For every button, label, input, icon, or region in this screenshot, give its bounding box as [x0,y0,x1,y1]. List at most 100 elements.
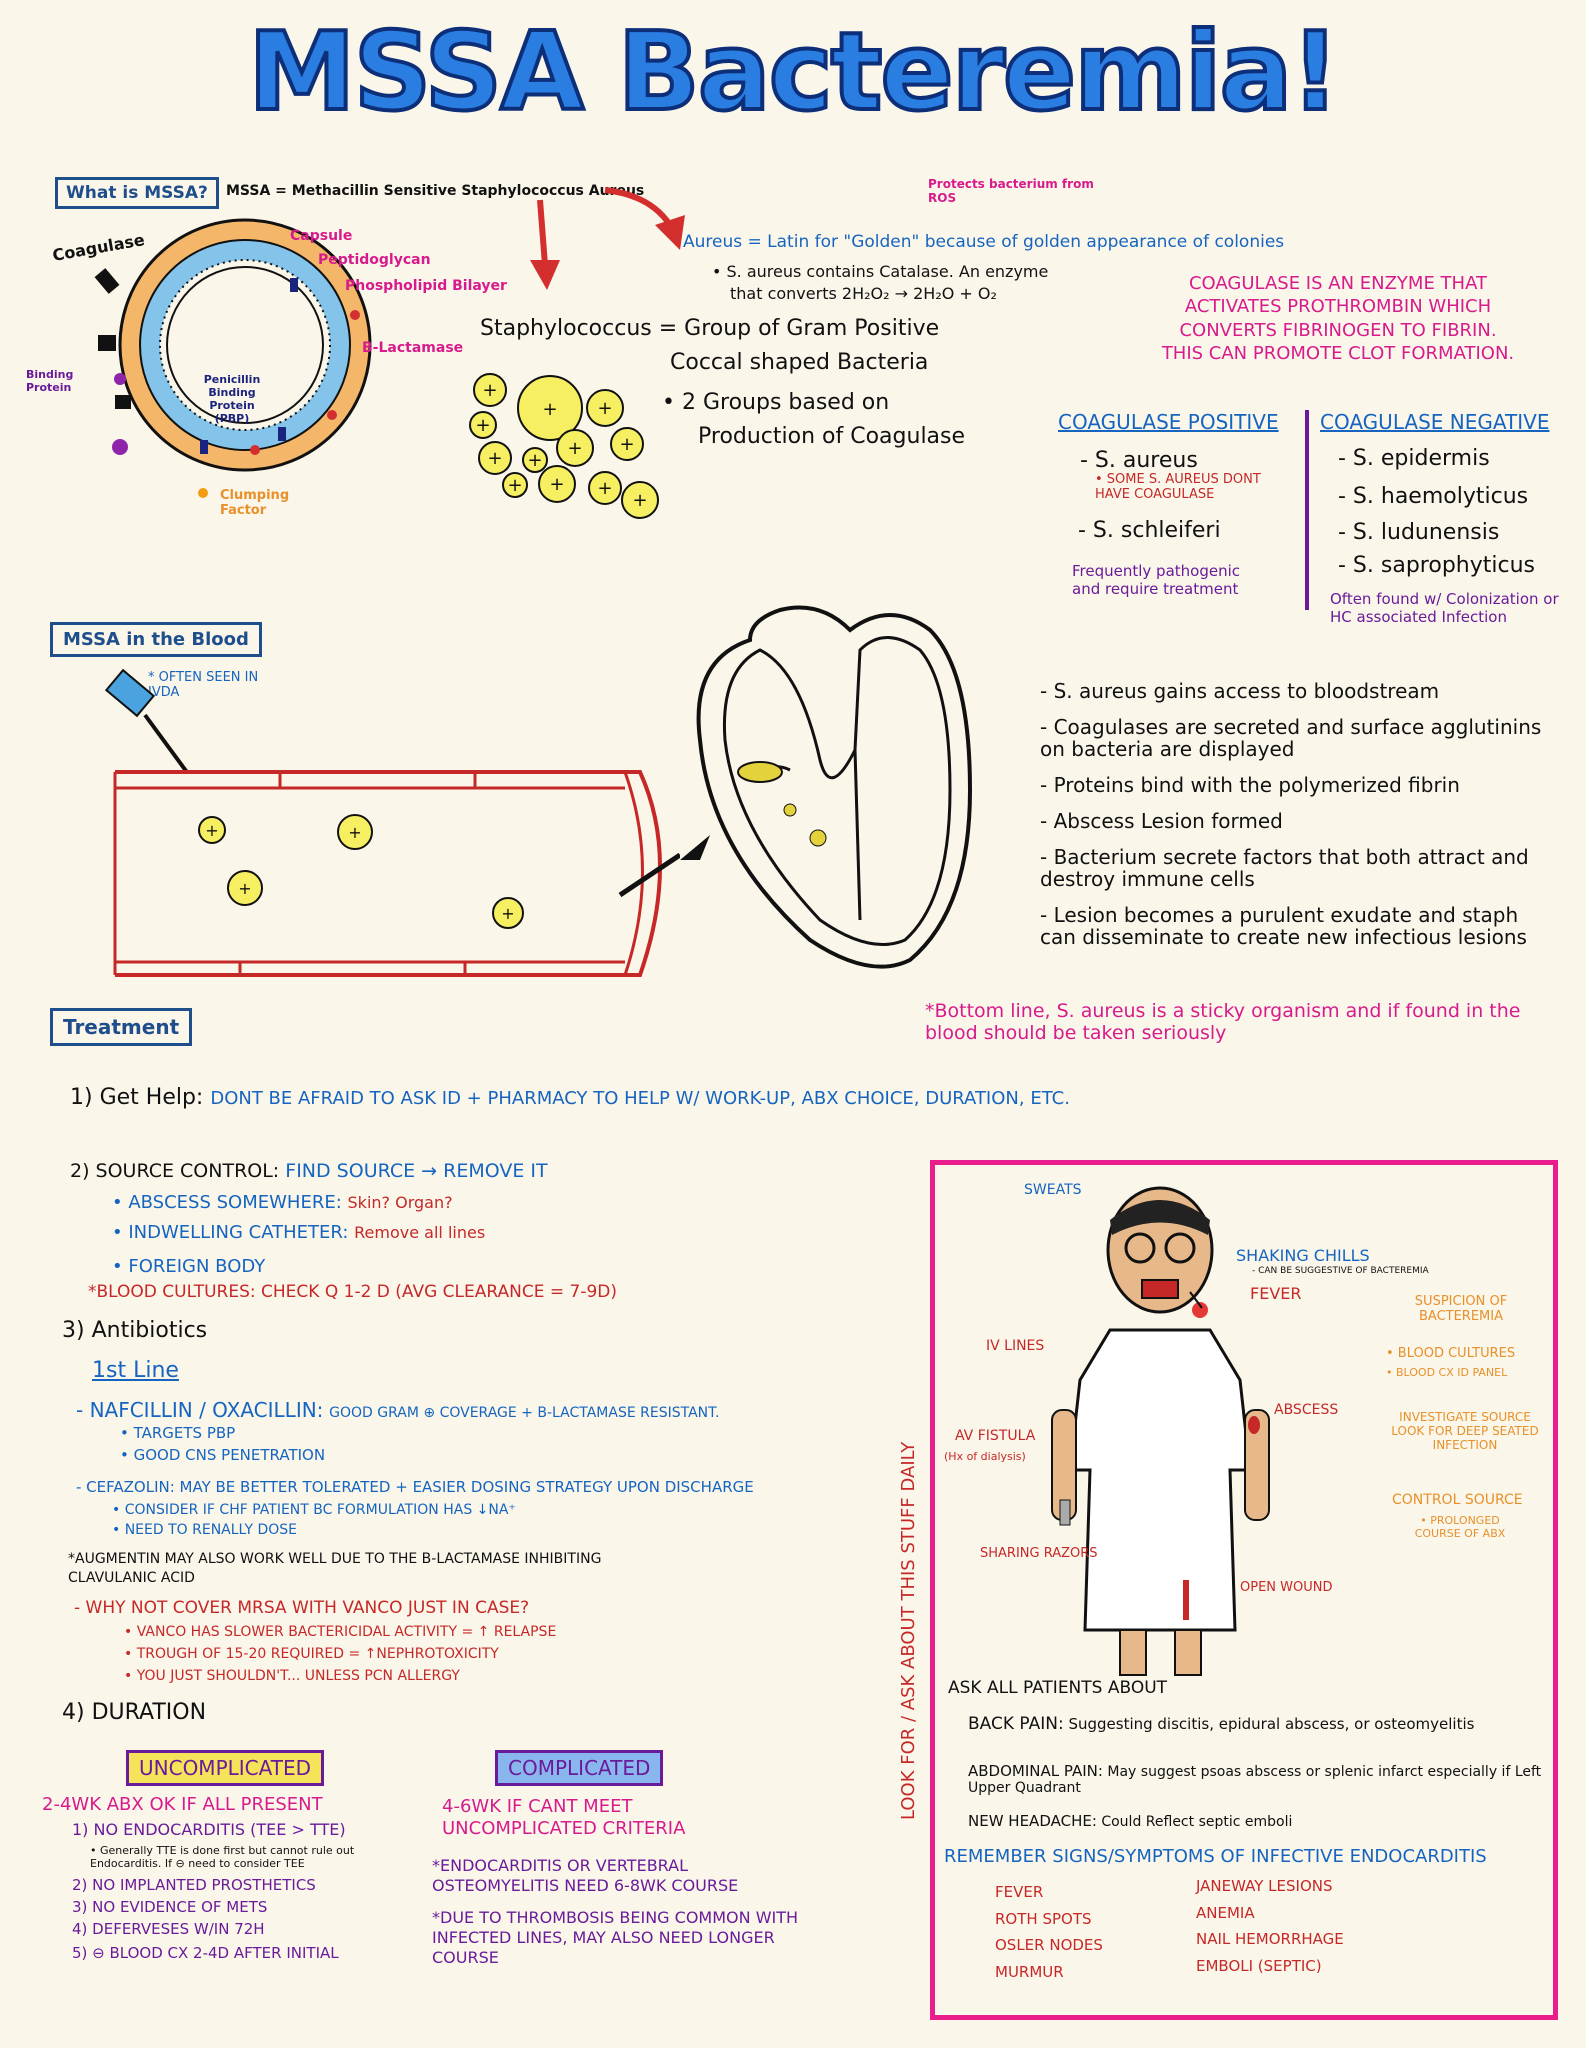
uncomp-item-1: 1) No Endocarditis (TEE > TTE) [72,1820,346,1839]
blood-point: - Bacterium secrete factors that both at… [1040,845,1529,891]
nafcillin-line: - Nafcillin / Oxacillin: Good Gram ⊕ Cov… [76,1398,719,1422]
back-pain-line: Back Pain: Suggesting discitis, epidural… [968,1714,1548,1734]
av-fistula-note: (Hx of dialysis) [944,1450,1026,1463]
pbp-label: Penicillin Binding Protein (PBP) [203,373,261,425]
remember-ie-label: Remember Signs/Symptoms of Infective End… [944,1846,1487,1867]
abdominal-pain-label: Abdominal Pain: [968,1762,1103,1780]
nafcillin-detail: Good Gram ⊕ Coverage + B-lactamase Resis… [329,1405,720,1421]
source-item-2: • Indwelling Catheter: Remove all lines [112,1222,485,1243]
suspicion-label: Suspicion of Bacteremia [1414,1294,1508,1324]
svg-text:+: + [475,415,490,436]
shaking-chills-label: Shaking Chills [1236,1246,1370,1265]
first-line-label: 1st Line [92,1358,179,1383]
protects-note: Protects bacterium from ROS [928,177,1094,205]
svg-text:+: + [507,475,522,496]
coag-divider [1305,410,1309,610]
aureus-definition: Aureus = Latin for "Golden" because of g… [683,232,1285,252]
neg-note: Often found w/ Colonization or HC associ… [1330,590,1559,626]
duration-label: 4) Duration [62,1700,207,1725]
abscess-label: Abscess [1274,1402,1339,1418]
blood-vessel-illustration: ++++ [104,668,680,977]
ie-sign: Murmur [995,1962,1064,1981]
phospholipid-label: Phospholipid Bilayer [345,278,507,294]
bottom-line-note: *Bottom line, S. aureus is a sticky orga… [925,1000,1521,1044]
neg-item-1: - S. epidermis [1338,446,1490,471]
coag-negative-header: Coagulase Negative [1320,410,1550,434]
sweats-label: Sweats [1024,1182,1082,1198]
mssa-definition: MSSA = Methacillin Sensitive Staphylococ… [226,183,645,199]
what-is-mssa-box: What is MSSA? [55,177,219,209]
suspicion-item-2: • Blood Cx ID Panel [1386,1366,1508,1379]
staph-definition-2: Coccal shaped Bacteria [670,350,929,375]
neg-item-3: - S. ludunensis [1338,520,1500,545]
ie-sign: Osler nodes [995,1936,1103,1954]
pos-item-1-note: • Some S. aureus dont have coagulase [1095,472,1261,502]
mssa-in-blood-box: MSSA in the Blood [50,622,262,657]
source-control-text: Find source → remove it [285,1160,548,1182]
red-arrows [530,187,685,290]
cefazolin-line: - Cefazolin: May be better tolerated + e… [76,1478,754,1496]
why-point-1: • Vanco has slower bactericidal activity… [124,1624,557,1640]
source-control-label: 2) Source Control: [70,1160,280,1182]
ask-patients-label: Ask all patients about [948,1678,1168,1698]
nafcillin-label: - Nafcillin / Oxacillin: [76,1398,324,1422]
source-item-1-label: • Abscess somewhere: [112,1192,342,1213]
svg-text:+: + [632,490,647,511]
fever-label: Fever [1250,1284,1302,1303]
uncomp-item-3: 3) No evidence of mets [72,1898,268,1916]
source-item-1: • Abscess somewhere: Skin? Organ? [112,1192,453,1213]
patient-illustration [1051,1186,1270,1676]
shaking-chills-note: - can be suggestive of bacteremia [1252,1266,1429,1276]
control-source-label: Control Source [1392,1492,1523,1508]
blood-point: - Abscess Lesion formed [1040,809,1283,833]
svg-text:+: + [567,438,582,459]
prolonged-course-label: • Prolonged course of Abx [1414,1514,1506,1540]
sharing-razors-label: Sharing Razors [980,1546,1098,1561]
groups-line-2: Production of Coagulase [698,424,966,449]
blood-point: - Coagulases are secreted and surface ag… [1040,715,1542,761]
groups-line-1: • 2 Groups based on [662,390,890,415]
abdominal-pain-line: Abdominal Pain: May suggest psoas absces… [968,1762,1548,1796]
ivda-note: * Often seen in IVDA [148,670,259,700]
source-control-line: 2) Source Control: Find source → remove … [70,1160,548,1182]
uncomplicated-head: 2-4wk Abx ok if all present [42,1794,323,1815]
why-not-mrsa: - Why not cover MRSA with Vanco just in … [74,1598,530,1618]
ie-sign: Nail Hemorrhage [1196,1930,1344,1948]
pos-note: Frequently pathogenic and require treatm… [1072,562,1241,598]
uncomp-item-1-note: • Generally TTE is done first but cannot… [90,1844,355,1871]
coagulase-enzyme-note: Coagulase is an enzyme that activates pr… [1161,273,1515,365]
headache-detail: Could Reflect septic emboli [1101,1814,1293,1830]
ie-sign: Janeway Lesions [1196,1877,1333,1895]
source-item-2-detail: Remove all lines [354,1223,486,1242]
comp-item-1: *Endocarditis or vertebral osteomyelitis… [432,1856,739,1895]
cefazolin-point-2: • Need to renally dose [112,1522,298,1538]
ie-sign: Fever [995,1883,1044,1901]
ie-sign: Roth Spots [995,1909,1092,1928]
svg-text:+: + [597,398,612,419]
blood-point: - Lesion becomes a purulent exudate and … [1040,903,1527,949]
av-fistula-label: AV Fistula [955,1428,1036,1444]
ie-sign: Emboli (septic) [1196,1956,1322,1975]
blood-point: - Proteins bind with the polymerized fib… [1040,773,1460,797]
page-title: MSSA Bacteremia! [246,8,1342,137]
patient-panel [930,1160,1558,2020]
pos-item-2: - S. schleiferi [1078,518,1221,543]
catalase-line-2: that converts 2H₂O₂ → 2H₂O + O₂ [730,284,997,303]
complicated-head: 4-6wk if cant meet uncomplicated criteri… [442,1796,686,1839]
blood-cultures-line: *Blood Cultures: Check q 1-2 d (avg clea… [88,1282,618,1302]
uncomp-item-4: 4) Deferveses w/in 72h [72,1920,265,1938]
blood-points-list: - S. aureus gains access to bloodstream … [1040,680,1560,962]
svg-text:+: + [501,904,514,923]
nafcillin-point-1: • Targets PBP [120,1424,236,1442]
cefazolin-point-1: • Consider if CHF patient bc formulation… [112,1502,516,1518]
heart-illustration [680,605,973,969]
source-item-1-detail: Skin? Organ? [347,1193,453,1212]
source-item-3: • Foreign Body [112,1256,266,1277]
iv-lines-label: IV Lines [986,1338,1045,1354]
open-wound-label: Open Wound [1240,1580,1333,1595]
svg-text:+: + [542,399,557,420]
peptidoglycan-label: Peptidoglycan [318,252,431,268]
binding-protein-label: Binding Protein [26,368,74,394]
staph-cluster-illustration: +++ +++ +++ +++ [469,373,659,519]
catalase-line-1: • S. aureus contains Catalase. An enzyme [712,262,1049,281]
